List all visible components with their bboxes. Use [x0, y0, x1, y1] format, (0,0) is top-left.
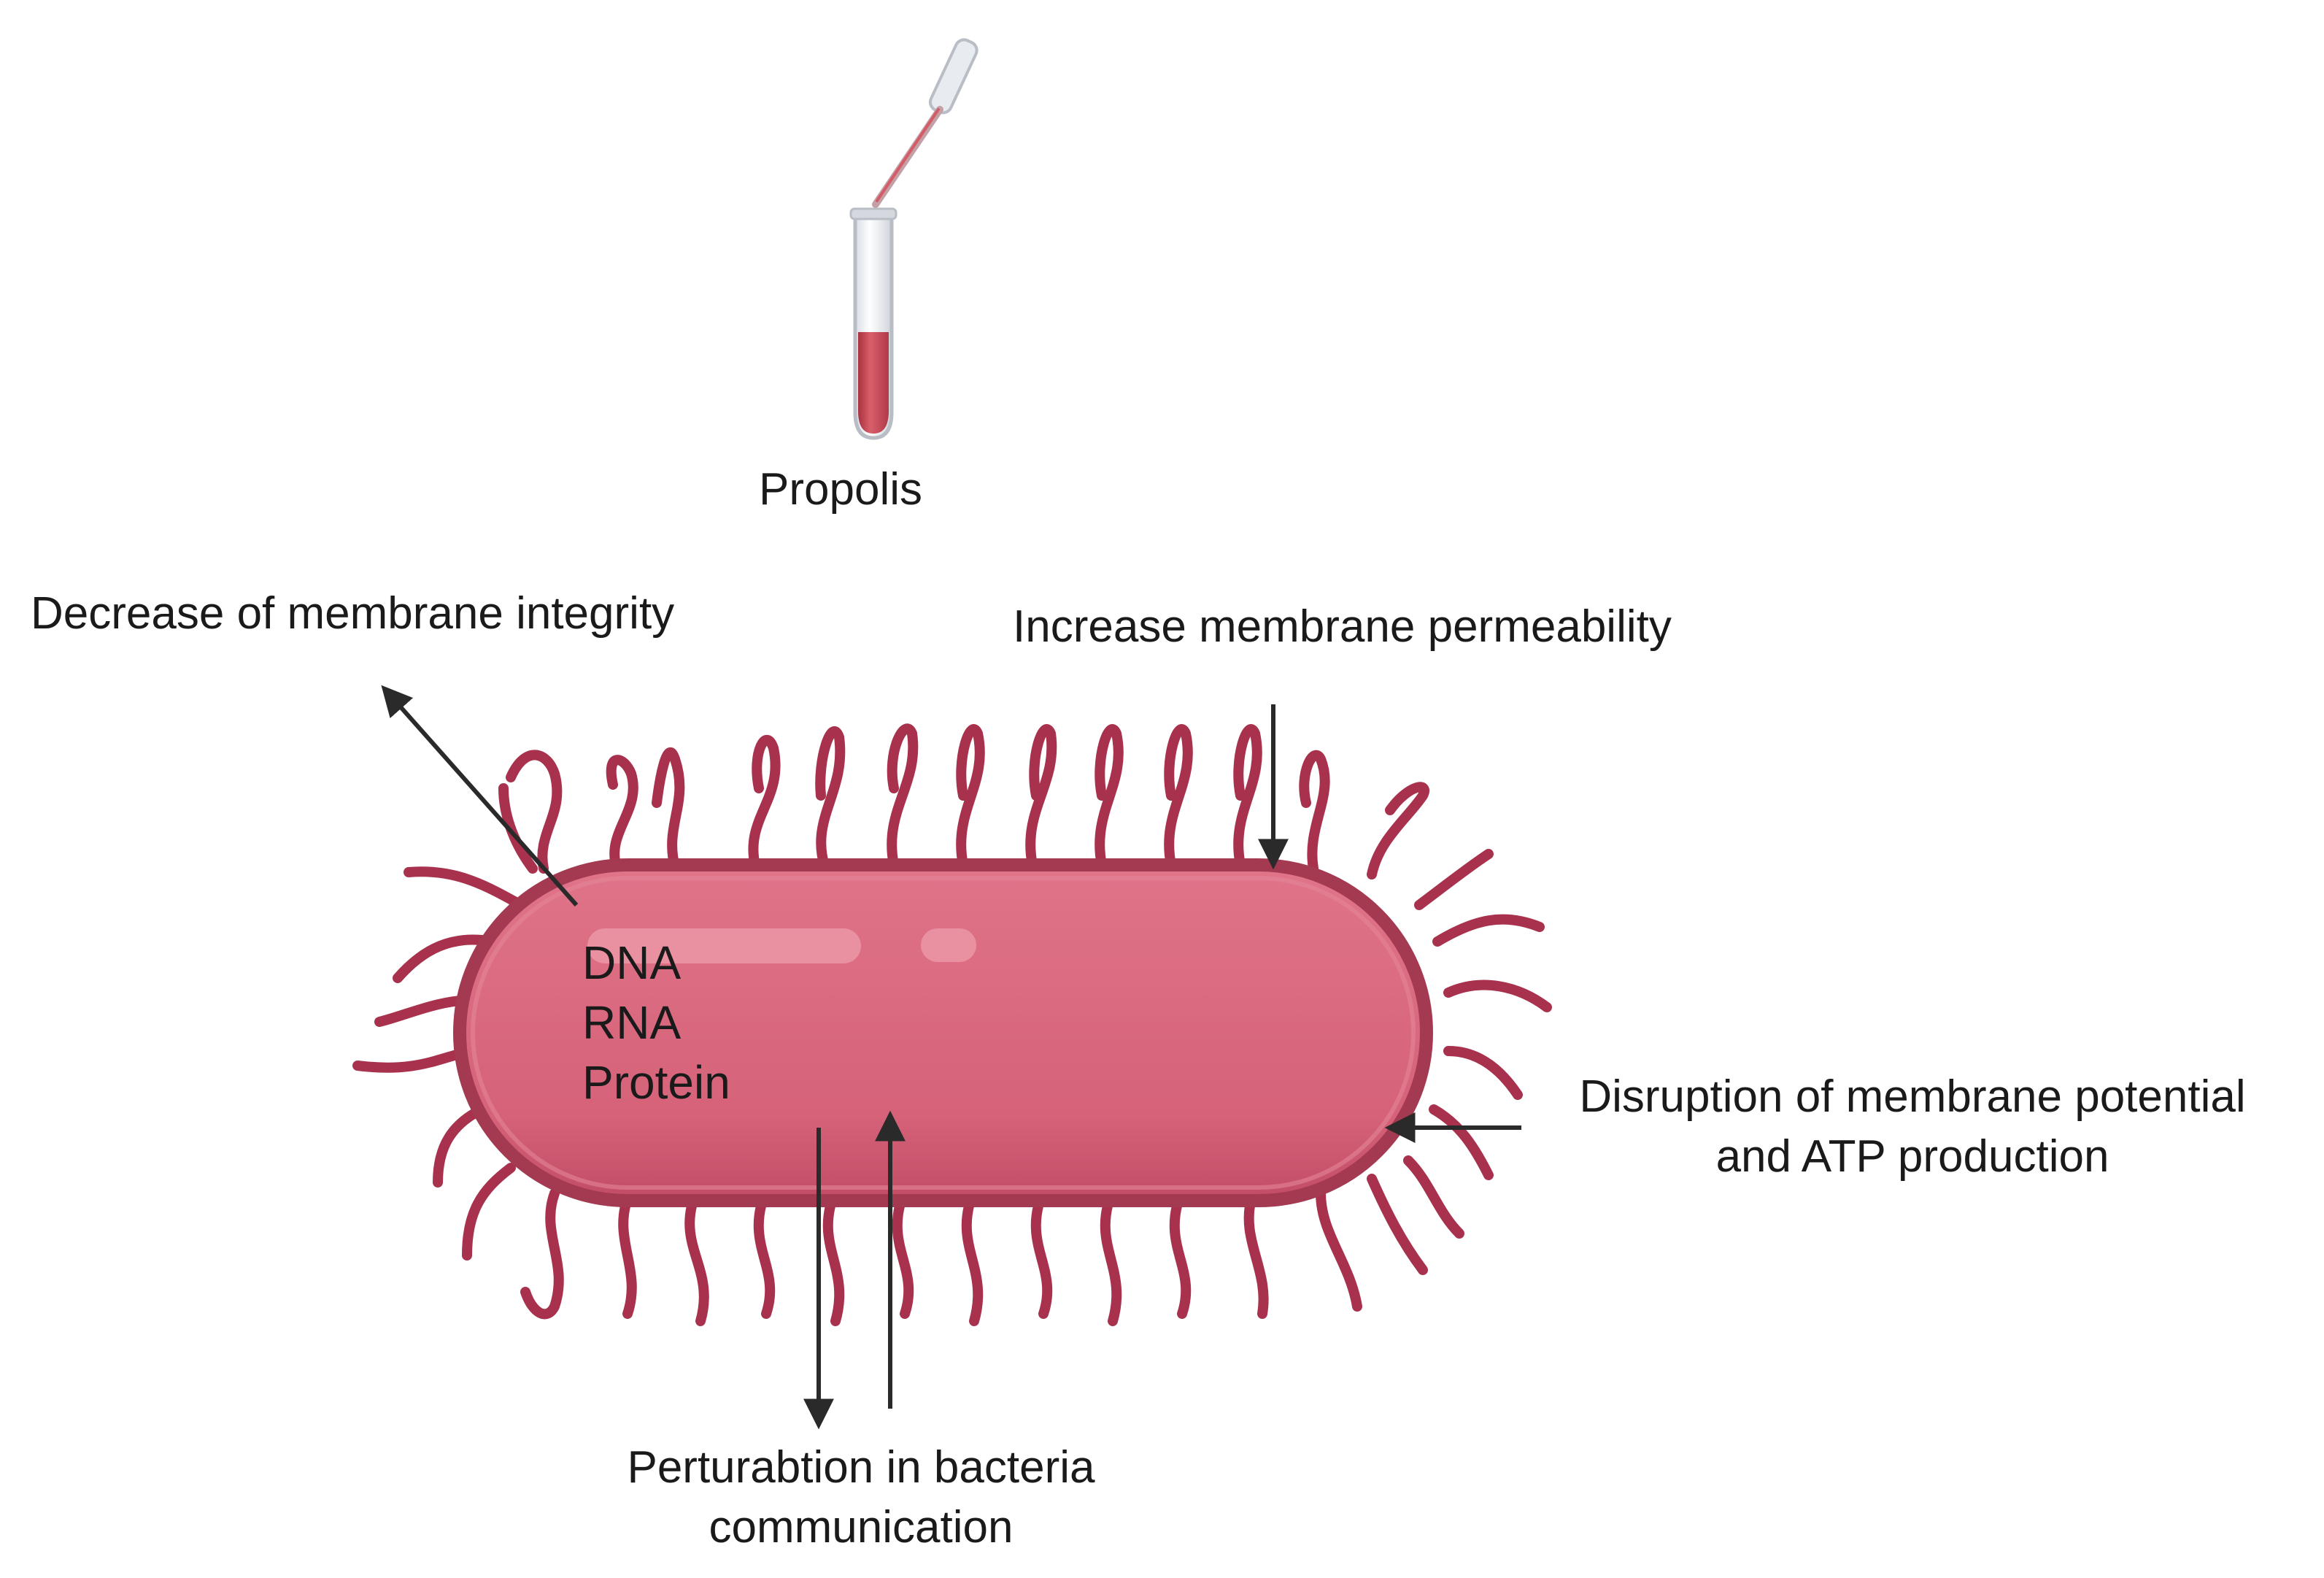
label-increase-membrane-permeability: Increase membrane permeability [1013, 601, 1672, 652]
pipette-icon [872, 38, 978, 208]
arrows [381, 685, 1521, 1430]
cell-content-protein: Protein [582, 1056, 730, 1109]
label-disruption-line1: Disruption of membrane potential [1579, 1071, 2246, 1122]
cell-content-rna: RNA [582, 996, 682, 1049]
bacterium-icon [352, 723, 1552, 1326]
cell-contents-list: DNA RNA Protein [582, 933, 730, 1112]
arrow-decrease-integrity [381, 685, 579, 907]
label-perturbation-line2: communication [709, 1502, 1014, 1552]
label-decrease-membrane-integrity: Decrease of membrane integrity [31, 588, 675, 639]
test-tube-icon [849, 207, 897, 440]
cell-content-dna: DNA [582, 936, 682, 989]
label-perturbation-line1: Perturabtion in bacteria [627, 1442, 1095, 1493]
label-disruption-membrane-potential: Disruption of membrane potential and ATP… [1515, 1067, 2310, 1187]
cell-highlight [587, 928, 861, 963]
label-propolis: Propolis [759, 464, 922, 515]
flagella [352, 723, 1552, 1326]
label-perturbation-communication: Perturabtion in bacteria communication [569, 1438, 1153, 1558]
cell-highlight-small [921, 928, 976, 962]
label-disruption-line2: and ATP production [1715, 1131, 2109, 1182]
